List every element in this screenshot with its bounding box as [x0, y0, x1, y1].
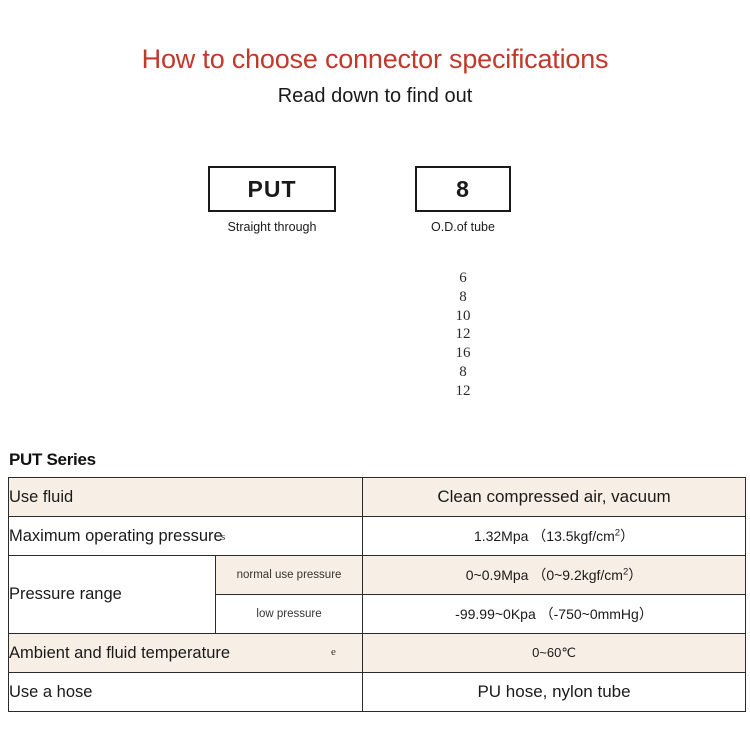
row-sublabel-normal-use-pressure: normal use pressure: [214, 555, 364, 595]
row-label-text: Ambient and fluid temperature: [9, 643, 231, 662]
row-value-normal-use-pressure: 0~0.9Mpa （0~9.2kgf/cm2）: [362, 555, 747, 595]
list-item: 12: [455, 326, 471, 343]
row-value-ambient-fluid-temperature: 0~60℃: [362, 633, 747, 673]
row-value-max-operating-pressure: 1.32Mpa （13.5kgf/cm2）: [362, 516, 747, 556]
page-subtitle: Read down to find out: [277, 85, 473, 108]
code-box-tube-od: 8: [415, 166, 511, 212]
list-item: 12: [455, 382, 471, 399]
table-row: Use fluid Clean compressed air, vacuum: [7, 477, 747, 517]
row-label-pressure-range: Pressure range: [8, 555, 216, 634]
row-label-use-fluid: Use fluid: [7, 477, 364, 517]
row-label-text: Maximum operating pressure: [9, 526, 223, 545]
row-sublabel-low-pressure: low pressure: [214, 594, 364, 634]
specification-table: Use fluid Clean compressed air, vacuum M…: [7, 477, 747, 712]
row-label-use-a-hose: Use a hose: [7, 672, 364, 712]
row-label-max-operating-pressure: Maximum operating pressure s: [7, 516, 364, 556]
code-group-series: PUT Straight through: [208, 166, 336, 235]
value-prefix: 0~0.9Mpa （0~9.2kgf/cm: [465, 567, 623, 583]
code-caption-series: Straight through: [227, 220, 317, 234]
ocr-artifact-e: e: [331, 646, 336, 658]
list-item: 8: [459, 363, 467, 380]
table-row: Pressure range normal use pressure 0~0.9…: [8, 555, 747, 634]
value-suffix: ）: [628, 567, 643, 583]
list-item: 16: [455, 345, 471, 362]
table-row: Ambient and fluid temperature e 0~60℃: [7, 633, 747, 673]
connector-code-selector: PUT Straight through 8 O.D.of tube: [0, 166, 750, 246]
code-box-series: PUT: [208, 166, 336, 212]
value-suffix: ）: [620, 528, 635, 544]
series-heading: PUT Series: [9, 450, 96, 469]
row-value-use-a-hose: PU hose, nylon tube: [362, 672, 747, 712]
table-row: Maximum operating pressure s 1.32Mpa （13…: [7, 516, 747, 556]
row-label-ambient-fluid-temperature: Ambient and fluid temperature e: [7, 633, 364, 673]
table-row: Use a hose PU hose, nylon tube: [7, 672, 747, 712]
value-prefix: 1.32Mpa （13.5kgf/cm: [473, 528, 615, 544]
list-item: 10: [455, 307, 471, 324]
tube-size-list: 6 8 10 12 16 8 12: [415, 269, 511, 401]
list-item: 8: [459, 288, 467, 305]
value-superscript: 2: [614, 527, 621, 539]
row-value-low-pressure: -99.99~0Kpa （-750~0mmHg）: [362, 594, 747, 634]
list-item: 6: [459, 270, 467, 286]
code-group-tube-od: 8 O.D.of tube: [415, 166, 511, 235]
row-value-use-fluid: Clean compressed air, vacuum: [362, 477, 747, 517]
ocr-artifact-s: s: [221, 531, 226, 543]
page-title: How to choose connector specifications: [141, 44, 609, 74]
code-caption-tube-od: O.D.of tube: [431, 220, 495, 234]
value-superscript: 2: [622, 566, 629, 578]
header-block: How to choose connector specifications R…: [0, 44, 750, 108]
